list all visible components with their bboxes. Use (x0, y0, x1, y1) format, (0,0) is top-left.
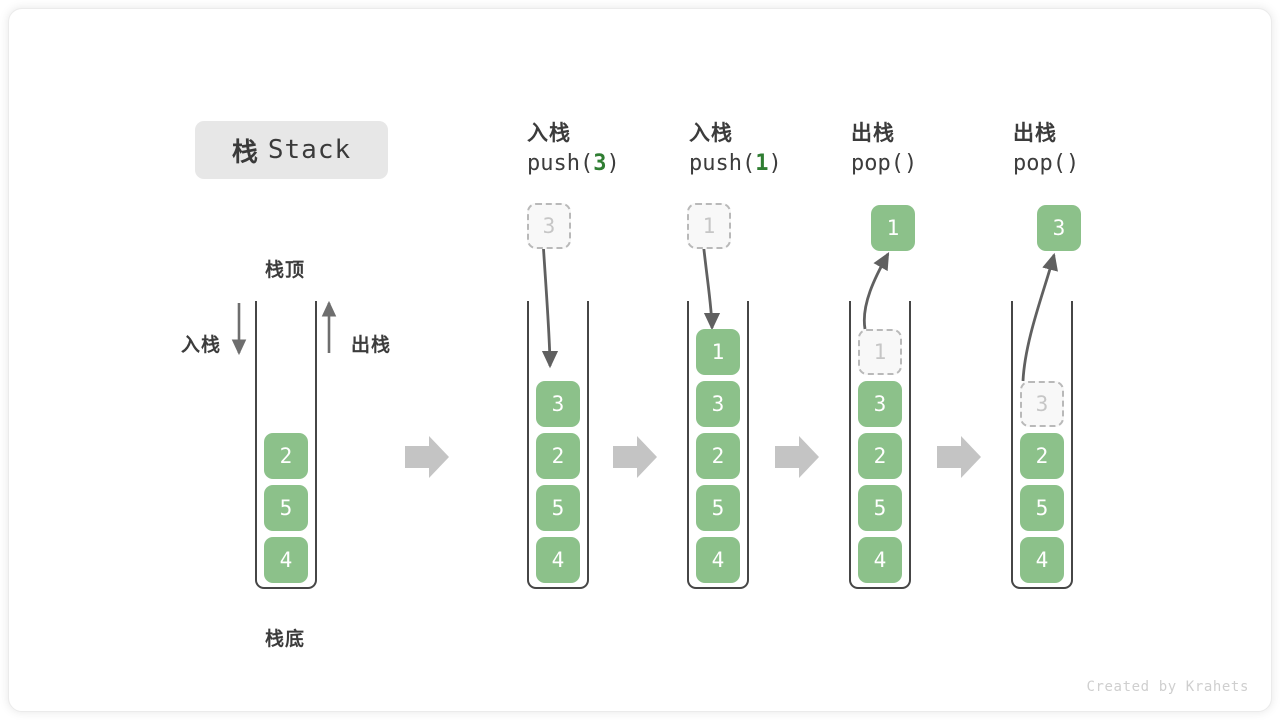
stack-cell: 2 (536, 433, 580, 479)
column-op-label: 入栈 (689, 122, 733, 145)
diagram-stage: 栈 Stack 栈顶 栈底 入栈 出栈 (9, 9, 1271, 711)
stack-cell: 2 (264, 433, 308, 479)
stack-cell: 4 (264, 537, 308, 583)
push-direction-label: 入栈 (181, 335, 222, 356)
pop-direction-label: 出栈 (351, 335, 392, 356)
stack-cell: 4 (1020, 537, 1064, 583)
fn-argument: 1 (755, 151, 769, 176)
stack-cell: 2 (858, 433, 902, 479)
title-cn: 栈 (231, 136, 259, 167)
popped-value-box-1: 1 (871, 205, 915, 251)
stack-cell: 5 (1020, 485, 1064, 531)
diagram-card: 栈 Stack 栈顶 栈底 入栈 出栈 (8, 8, 1272, 712)
stack-cell: 4 (858, 537, 902, 583)
column-op-label: 入栈 (527, 122, 571, 145)
watermark-credit: Created by Krahets (1086, 679, 1249, 695)
separator-arrow-2 (613, 436, 657, 478)
stack-container-pop-1: 1 3 2 5 4 (849, 301, 911, 589)
stack-cell: 1 (696, 329, 740, 375)
stack-cell: 2 (696, 433, 740, 479)
column-fn-label: push(3) (527, 151, 620, 176)
stack-top-label: 栈顶 (265, 260, 306, 281)
column-op-label: 出栈 (851, 122, 895, 145)
stack-cells-pop-2: 3 2 5 4 (1013, 381, 1071, 583)
column-header-pop-2: 出栈 pop() (1013, 117, 1079, 176)
stack-cell: 3 (536, 381, 580, 427)
stack-cells-push-1: 1 3 2 5 4 (689, 329, 747, 583)
separator-arrow-3 (775, 436, 819, 478)
stack-cells-pop-1: 1 3 2 5 4 (851, 329, 909, 583)
stack-cell: 2 (1020, 433, 1064, 479)
stack-cells-initial: 2 5 4 (257, 433, 315, 583)
stack-cell: 3 (696, 381, 740, 427)
stack-container-push-3: 3 2 5 4 (527, 301, 589, 589)
stack-container-pop-2: 3 2 5 4 (1011, 301, 1073, 589)
stack-cell: 5 (858, 485, 902, 531)
stack-cell: 5 (536, 485, 580, 531)
stack-cell: 5 (264, 485, 308, 531)
stack-cell-removed: 3 (1020, 381, 1064, 427)
separator-arrow-1 (405, 436, 449, 478)
column-header-push-3: 入栈 push(3) (527, 117, 620, 176)
pending-push-box-3: 3 (527, 203, 571, 249)
stack-cells-push-3: 3 2 5 4 (529, 381, 587, 583)
fn-argument: 3 (593, 151, 607, 176)
column-fn-label: pop() (851, 151, 918, 176)
stack-cell: 3 (858, 381, 902, 427)
column-header-pop-1: 出栈 pop() (851, 117, 917, 176)
diagram-title-badge: 栈 Stack (195, 121, 388, 179)
diagram-arrows-overlay (231, 240, 1058, 478)
title-en: Stack (267, 135, 352, 165)
stack-cell-removed: 1 (858, 329, 902, 375)
column-fn-label: pop() (1013, 151, 1080, 176)
column-fn-label: push(1) (689, 151, 782, 176)
stack-bottom-label: 栈底 (265, 629, 306, 650)
pending-push-box-1: 1 (687, 203, 731, 249)
stack-cell: 4 (536, 537, 580, 583)
stack-cell: 4 (696, 537, 740, 583)
popped-value-box-2: 3 (1037, 205, 1081, 251)
separator-arrow-4 (937, 436, 981, 478)
stack-container-push-1: 1 3 2 5 4 (687, 301, 749, 589)
column-op-label: 出栈 (1013, 122, 1057, 145)
column-header-push-1: 入栈 push(1) (689, 117, 782, 176)
stack-cell: 5 (696, 485, 740, 531)
stack-container-initial: 2 5 4 (255, 301, 317, 589)
